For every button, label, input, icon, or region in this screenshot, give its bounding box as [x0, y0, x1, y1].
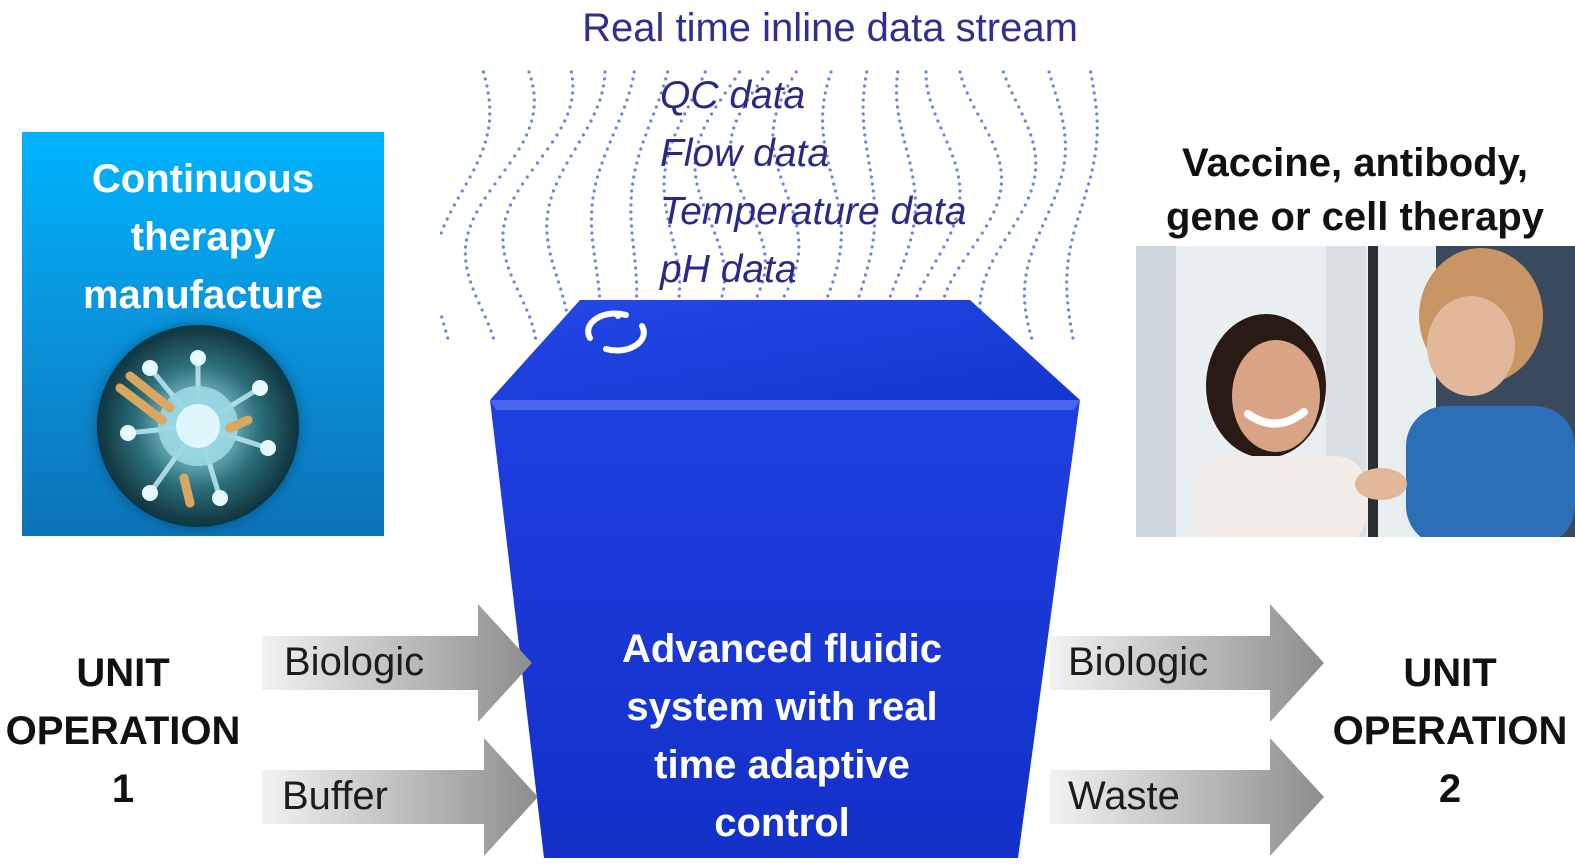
waste-output-label: Waste	[1068, 774, 1180, 818]
data-item-ph: pH data	[660, 248, 797, 291]
fluidic-system-label-line: Advanced fluidic	[621, 627, 943, 671]
data-item-temperature: Temperature data	[660, 190, 967, 233]
biologic-output-arrow	[1050, 604, 1324, 722]
unit-operation-2-line: UNIT	[1403, 651, 1497, 695]
manufacture-title: Continuous therapy manufacture	[22, 150, 384, 324]
therapy-title: Vaccine, antibody, gene or cell therapy	[1140, 136, 1570, 244]
waste-output-arrow	[1050, 738, 1324, 856]
buffer-input-arrow	[262, 738, 538, 856]
manufacture-card: Continuous therapy manufacture	[22, 132, 384, 536]
fluidic-system-label-line: control	[714, 801, 850, 845]
loop-icon	[585, 310, 647, 354]
therapy-title-line: gene or cell therapy	[1166, 195, 1544, 239]
unit-operation-1-line: 1	[111, 767, 135, 811]
therapy-title-line: Vaccine, antibody,	[1181, 141, 1529, 185]
manufacture-title-line: Continuous	[91, 157, 315, 201]
manufacture-title-line: manufacture	[82, 273, 324, 317]
data-stream-title: Real time inline data stream	[582, 6, 1078, 50]
data-stream-waves	[440, 70, 1099, 340]
unit-operation-1-line: UNIT	[76, 651, 170, 695]
fluidic-system-label-line: time adaptive	[654, 743, 910, 787]
virus-icon	[100, 328, 296, 524]
unit-operation-2-line: 2	[1438, 767, 1462, 811]
buffer-input-label: Buffer	[282, 774, 388, 818]
unit-operation-2: UNIT OPERATION 2	[1326, 644, 1574, 818]
patient-doctor-photo	[1136, 246, 1575, 537]
fluidic-system-cube	[490, 300, 1080, 858]
unit-operation-2-line: OPERATION	[1332, 709, 1568, 753]
fluidic-system-label-line: system with real	[626, 685, 938, 729]
biologic-input-label: Biologic	[284, 640, 425, 684]
biologic-output-label: Biologic	[1068, 640, 1209, 684]
unit-operation-1: UNIT OPERATION 1	[0, 644, 246, 818]
manufacture-title-line: therapy	[130, 215, 276, 259]
unit-operation-1-line: OPERATION	[5, 709, 241, 753]
fluidic-system-label: Advanced fluidic system with real time a…	[560, 620, 1004, 852]
data-item-flow: Flow data	[660, 132, 830, 175]
biologic-input-arrow	[262, 604, 532, 722]
data-item-qc: QC data	[660, 74, 806, 117]
